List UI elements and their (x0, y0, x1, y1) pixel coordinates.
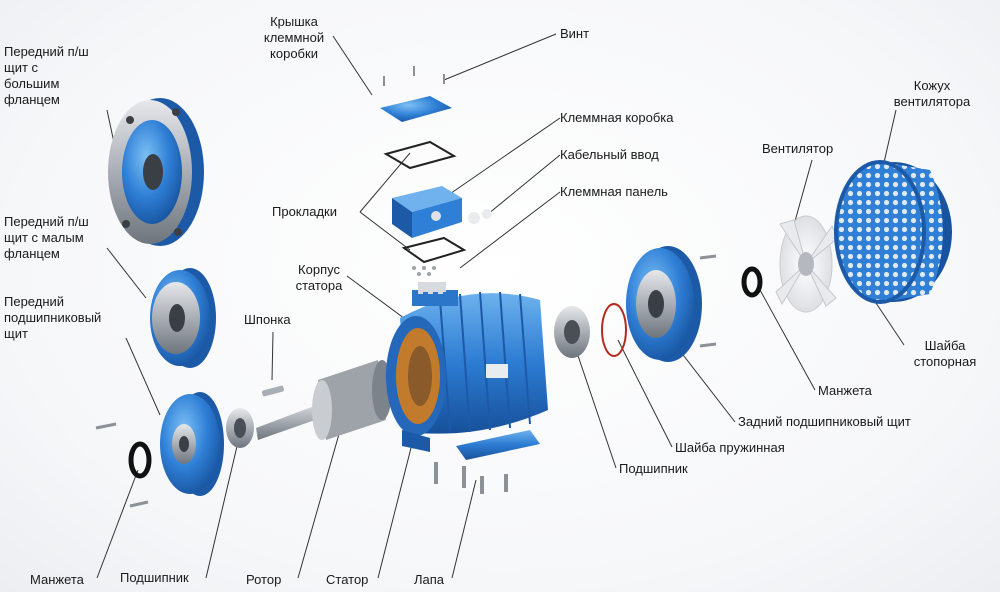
label-foot: Лапа (414, 572, 445, 587)
stator-housing (386, 284, 548, 452)
label-bearing-front: Подшипник (120, 570, 189, 585)
label-screw: Винт (560, 26, 590, 41)
fan-cover (834, 160, 952, 304)
rear-bearing-shield (626, 246, 717, 362)
label-front-bearing-shield: Передний подшипниковый щит (4, 294, 102, 341)
gasket-bottom (401, 236, 467, 276)
label-fan-cover: Кожух вентилятора (893, 78, 971, 109)
front-shield-big-flange (108, 98, 204, 246)
label-key: Шпонка (244, 312, 291, 327)
cable-entry (468, 212, 480, 224)
label-terminal-box: Клеммная коробка (560, 110, 674, 125)
label-front-shield-big-flange: Передний п/ш щит с большим фланцем (4, 44, 89, 107)
terminal-box (392, 186, 492, 238)
rear-cuff (741, 266, 763, 298)
front-small-parts (95, 385, 284, 508)
label-spring-washer: Шайба пружинная (675, 440, 785, 455)
label-rear-bearing-shield: Задний подшипниковый щит (738, 414, 911, 429)
label-terminal-panel: Клеммная панель (560, 184, 668, 199)
terminal-box-cover (380, 66, 452, 122)
label-stator-housing: Корпус статора (295, 262, 343, 293)
label-stator: Статор (326, 572, 369, 587)
front-bearing-shield (160, 392, 224, 496)
terminal-panel (418, 282, 446, 292)
front-shield-small-flange (150, 268, 216, 368)
rear-bearing (554, 306, 590, 358)
spring-washer (601, 303, 627, 357)
fan (775, 215, 839, 313)
label-cuff-rear: Манжета (818, 383, 872, 398)
label-gaskets: Прокладки (272, 204, 337, 219)
key (262, 385, 284, 397)
foot (434, 430, 540, 494)
label-fan: Вентилятор (762, 141, 834, 156)
label-cable-entry: Кабельный ввод (560, 147, 659, 162)
label-rotor: Ротор (246, 572, 282, 587)
label-front-shield-small-flange: Передний п/ш щит с малым фланцем (4, 214, 89, 261)
front-cuff (128, 441, 152, 479)
label-terminal-box-cover: Крышка клеммной коробки (263, 14, 325, 61)
label-retaining-washer: Шайба стопорная (913, 338, 977, 369)
label-cuff-front: Манжета (30, 572, 84, 587)
gasket-top (383, 140, 457, 170)
label-bearing-rear: Подшипник (619, 461, 688, 476)
